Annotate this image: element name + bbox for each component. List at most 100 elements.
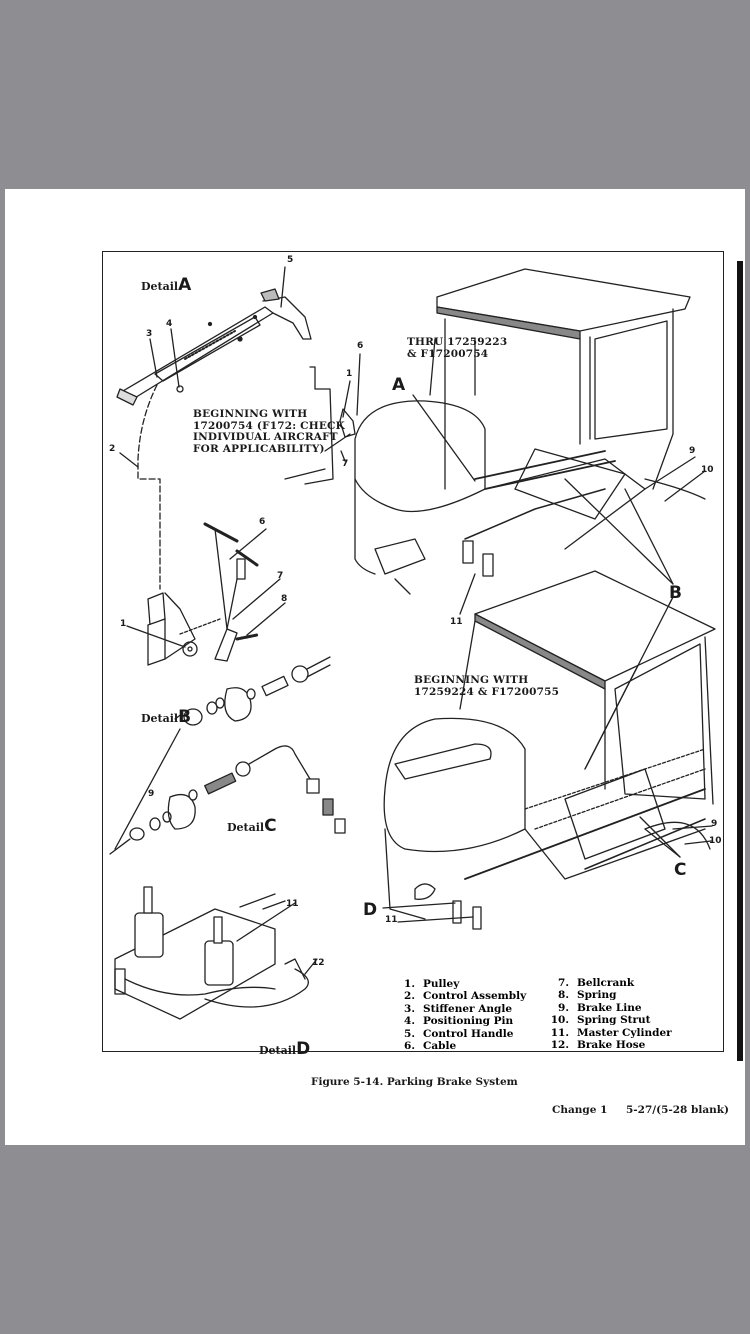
detail-d-word: Detail [259,1044,297,1057]
leader-11-lower [397,916,474,923]
leader-b-lower [584,596,674,770]
document-page: DetailA DetailB DetailC DetailD BEGINNIN… [5,189,745,1145]
legend-label: Control Assembly [423,990,527,1003]
legend-left: 1. Pulley 2.Control Assembly 3.Stiffener … [389,978,526,1052]
note-beginning-17200754: BEGINNING WITH 17200754 (F172: CHECK IND… [193,408,345,455]
leader-2 [119,452,139,468]
leader-11-upper [459,573,476,615]
detail-a-control-handle-drawing [116,288,312,406]
legend-num: 4. [404,1015,415,1028]
legend-num: 1. [404,978,415,990]
note-line: FOR APPLICABILITY) [193,442,325,455]
callout-1-lower: 1 [120,619,127,629]
legend-item: 7. Bellcrank [543,977,672,989]
leader-9-lower [672,825,713,830]
detail-c-fitting-drawing [109,745,346,855]
upper-cabin-drawing [354,268,706,595]
leader-5 [280,266,286,308]
legend-item: 9.Brake Line [543,1002,672,1014]
note-line: THRU 17259223 [407,336,508,348]
callout-8: 8 [281,594,288,604]
detail-b-label: DetailB [141,707,191,727]
leader-8 [246,602,286,636]
bracket-detail-drawing [284,353,361,485]
legend-label: Spring [577,989,617,1002]
legend-num: 12. [550,1039,569,1052]
footer-change: Change 1 [552,1104,608,1116]
callout-10-upper: 10 [701,465,714,475]
detail-b-word: Detail [141,712,179,725]
callout-3: 3 [146,329,153,339]
legend-label: Master Cylinder [577,1026,672,1039]
callout-11-lower: 11 [385,915,398,925]
legend-num: 7. [558,977,569,989]
callout-10-lower: 10 [709,836,722,846]
leader-12 [304,958,318,975]
legend-num: 10. [550,1014,569,1027]
leader-b-2 [624,488,674,585]
detail-b-letter: B [178,707,192,727]
callout-2: 2 [109,444,116,454]
detail-c-label: DetailC [227,816,277,836]
control-assembly-pulley-drawing [147,522,259,666]
callout-9-lower: 9 [711,819,718,829]
note-line: INDIVIDUAL AIRCRAFT [193,431,338,443]
leader-6-lower [229,528,267,560]
detail-b-fitting-drawing [114,656,331,850]
legend-label: Bellcrank [577,977,635,989]
callout-9-upper: 9 [689,446,696,456]
detail-a-label: DetailA [141,275,191,295]
legend-item: 2.Control Assembly [389,990,526,1002]
leader-1-upper [342,380,351,418]
legend-item: 8. Spring [543,989,672,1001]
legend-item: 1. Pulley [389,978,526,990]
leader-11-detail-d [236,902,296,942]
legend-item: 5.Control Handle [389,1028,526,1040]
leader-10-lower [684,840,712,845]
leader-9-detail-b [114,728,181,850]
legend-label: Spring Strut [577,1014,651,1027]
callout-6-upper: 6 [357,341,364,351]
legend-label: Positioning Pin [423,1015,514,1028]
legend-item: 10. Spring Strut [543,1014,672,1026]
detail-d-letter: D [296,1039,311,1059]
leader-7-lower [232,578,281,620]
view-letter-d: D [363,900,378,920]
legend-num: 11. [550,1026,569,1039]
leader-c-2 [644,828,681,858]
legend-item: 4. Positioning Pin [389,1015,526,1027]
leader-b-1 [564,478,674,585]
detail-c-letter: C [264,816,277,836]
leader-d-view [382,902,456,909]
callout-5: 5 [287,255,294,265]
leader-4 [170,328,180,388]
leader-a-view [412,394,476,482]
callout-6-lower: 6 [259,517,266,527]
callout-11-upper: 11 [450,617,463,627]
detail-a-letter: A [178,275,192,295]
legend-item: 6.Cable [389,1040,526,1052]
legend-label: Pulley [423,978,460,990]
leader-1-lower [126,625,186,648]
legend-label: Control Handle [423,1027,514,1040]
callout-7-upper: 7 [342,459,349,469]
leader-6-upper [356,353,361,416]
note-line: & F17200754 [407,347,489,360]
note-beginning-17259224: BEGINNING WITH 17259224 & F17200755 [414,674,559,698]
callout-9-detail: 9 [148,789,155,799]
control-assembly-cable-line [137,384,161,590]
figure-caption: Figure 5-14. Parking Brake System [311,1076,518,1088]
leader-9-upper [644,456,696,490]
leader-c-1 [639,816,681,858]
lower-cabin-drawing [383,570,716,930]
detail-d-label: DetailD [259,1039,310,1059]
leader-3 [149,338,158,378]
legend-label: Cable [423,1040,457,1053]
legend-num: 8. [558,989,569,1002]
leader-10-upper [664,470,706,502]
legend-item: 3.Stiffener Angle [389,1003,526,1015]
note-line: BEGINNING WITH [414,674,529,686]
parking-brake-illustration [109,266,716,1020]
legend-item: 11. Master Cylinder [543,1027,672,1039]
callout-4: 4 [166,319,173,329]
